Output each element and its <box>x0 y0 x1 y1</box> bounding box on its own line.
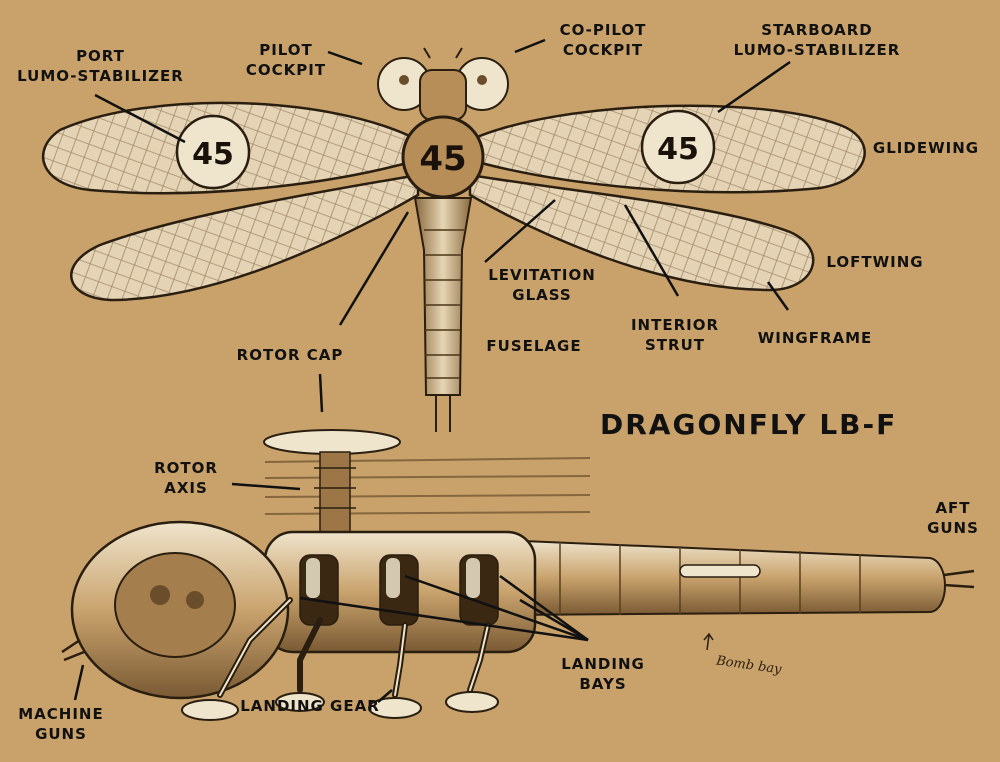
label-starboard-lumo-stabilizer: STARBOARD LUMO-STABILIZER <box>733 21 901 59</box>
label-loftwing: LOFTWING <box>826 253 924 271</box>
rotor-axis-icon <box>319 451 351 539</box>
svg-text:45: 45 <box>192 137 234 172</box>
label-glidewing: GLIDEWING <box>872 139 980 157</box>
label-landing-gear: LANDING GEAR <box>240 697 380 715</box>
top-fuselage <box>413 197 473 396</box>
rotor-cap-icon <box>263 429 401 455</box>
port-lumo-stabilizer-icon <box>175 114 251 190</box>
svg-text:45: 45 <box>419 139 466 179</box>
landing-foot-1 <box>181 699 239 721</box>
bomb-bay-icon <box>679 564 761 578</box>
landing-foot-3 <box>368 697 422 719</box>
label-rotor-cap: ROTOR CAP <box>236 346 344 364</box>
label-rotor-axis: ROTOR AXIS <box>154 459 218 497</box>
landing-foot-4 <box>445 691 499 713</box>
label-copilot-cockpit: CO-PILOT COCKPIT <box>559 21 647 59</box>
label-port-lumo-stabilizer: PORT LUMO-STABILIZER <box>17 47 184 85</box>
diagram-title: DRAGONFLY LB-F <box>600 408 898 441</box>
label-interior-strut: INTERIOR STRUT <box>630 316 720 354</box>
label-fuselage: FUSELAGE <box>486 337 582 355</box>
port-loftwing <box>70 173 420 302</box>
label-machine-guns: MACHINE GUNS <box>18 705 104 743</box>
label-wingframe: WINGFRAME <box>757 329 873 347</box>
label-pilot-cockpit: PILOT COCKPIT <box>245 41 327 79</box>
svg-text:45: 45 <box>657 132 699 167</box>
aft-guns-icon <box>943 569 975 589</box>
label-aft-guns: AFT GUNS <box>927 499 979 537</box>
landing-foot-2 <box>275 692 325 712</box>
starboard-lumo-stabilizer-icon <box>640 109 716 185</box>
label-landing-bays: LANDING BAYS <box>561 655 645 693</box>
machine-guns-icon <box>61 638 85 662</box>
label-levitation-glass: LEVITATION GLASS <box>488 266 596 304</box>
